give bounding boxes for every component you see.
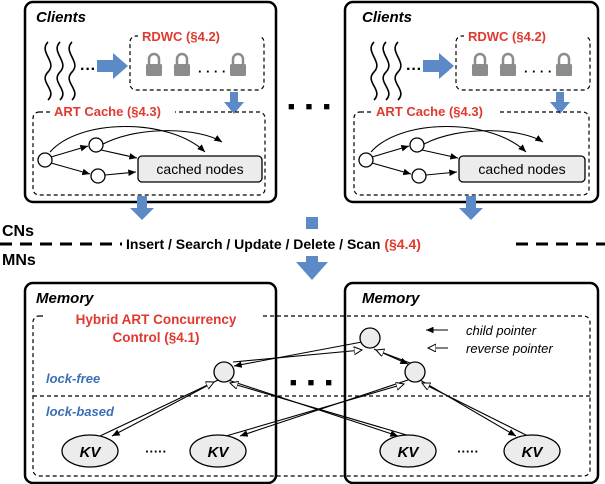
client-title: Clients — [36, 9, 86, 26]
mns-label: MNs — [2, 252, 36, 269]
blue-square — [306, 217, 318, 229]
client-box-right: Clients ··· RDWC (§4.2) · · · · ART Cach… — [343, 0, 600, 204]
cached-nodes-label: cached nodes — [478, 161, 565, 177]
cached-nodes-box — [137, 155, 263, 183]
pointer-legend: child pointer reverse pointer — [426, 323, 553, 356]
thread-ellipsis: ··· — [80, 61, 96, 78]
kv-node — [189, 434, 247, 468]
art-tree-edges — [99, 341, 529, 437]
legend-reverse-pointer: reverse pointer — [466, 341, 553, 356]
cached-nodes-label: cached nodes — [156, 161, 243, 177]
kv-node-label: KV — [522, 444, 545, 461]
kv-ellipsis: ····· — [145, 444, 167, 459]
client-box-left: Clients ··· RDWC (§4.2) · · · · ART Cach… — [23, 0, 278, 204]
hybrid-control-subtitle: Control (§4.1) — [112, 330, 199, 345]
memory-title: Memory — [362, 290, 420, 307]
art-cache-region — [353, 111, 590, 196]
blue-arrow-down — [459, 196, 483, 220]
blue-arrow-right — [97, 53, 128, 79]
thread-squiggles — [370, 41, 402, 101]
tree-graph — [358, 125, 544, 184]
memory-title: Memory — [36, 290, 94, 307]
blue-arrow-down — [550, 92, 570, 114]
lock-ellipsis: · · · · — [198, 64, 226, 79]
legend-child-pointer: child pointer — [466, 323, 537, 338]
lock-based-label: lock-based — [46, 404, 115, 419]
blue-arrow-down — [130, 196, 154, 220]
kv-ellipsis: ····· — [457, 444, 479, 459]
blue-arrow-right — [423, 53, 454, 79]
memory-box-right — [343, 281, 600, 484]
art-inner-node — [404, 361, 426, 383]
lock-ellipsis: · · · · — [524, 64, 552, 79]
blue-arrow-down-large — [296, 256, 328, 280]
kv-node-label: KV — [208, 444, 231, 461]
kv-node — [61, 434, 119, 468]
client-boxes-ellipsis: ■ ■ ■ — [288, 101, 334, 113]
client-title: Clients — [362, 9, 412, 26]
thread-squiggles — [44, 41, 76, 101]
thread-ellipsis: ··· — [406, 61, 422, 78]
rdwc-label: RDWC (§4.2) — [142, 29, 220, 44]
art-inner-node — [213, 361, 235, 383]
art-cache-label: ART Cache (§4.3) — [54, 104, 161, 119]
lock-free-label: lock-free — [46, 371, 100, 386]
cached-nodes-box — [458, 155, 586, 183]
cns-label: CNs — [2, 223, 34, 240]
kv-node — [379, 434, 437, 468]
tree-graph — [37, 125, 223, 184]
operations-label: Insert / Search / Update / Delete / Scan… — [126, 236, 421, 252]
kv-node — [503, 434, 561, 468]
art-root-node — [359, 327, 381, 349]
hybrid-control-title: Hybrid ART Concurrency — [76, 312, 237, 327]
rdwc-label: RDWC (§4.2) — [468, 29, 546, 44]
kv-node-label: KV — [80, 444, 103, 461]
art-cache-region — [32, 111, 266, 196]
art-cache-label: ART Cache (§4.3) — [376, 104, 483, 119]
blue-arrow-down — [224, 92, 244, 114]
memory-boxes-ellipsis: ■ ■ ■ — [290, 377, 336, 389]
kv-node-label: KV — [398, 444, 421, 461]
